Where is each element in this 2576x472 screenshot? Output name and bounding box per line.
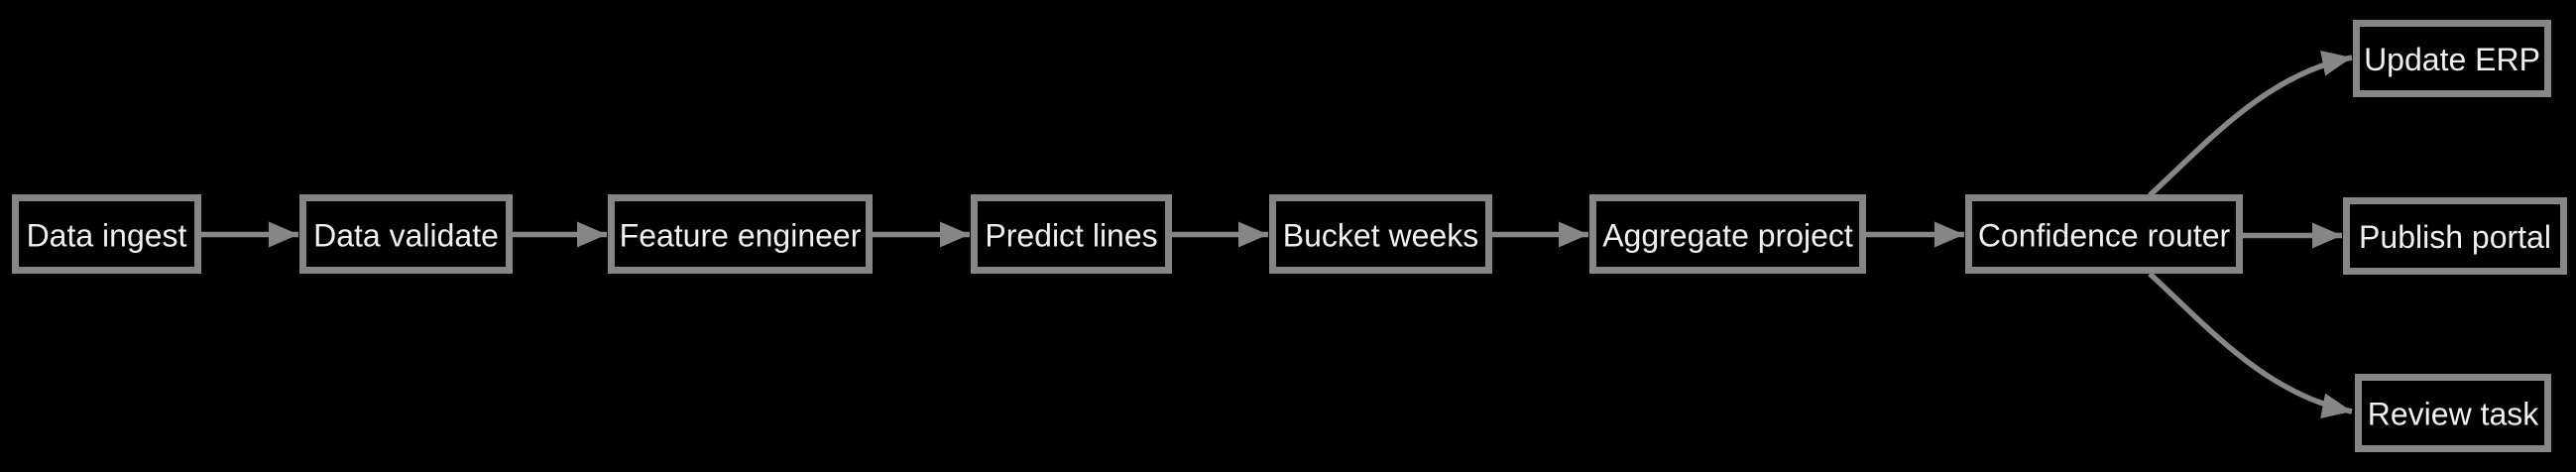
node-bucket-weeks: Bucket weeks <box>1269 194 1492 274</box>
node-review-task: Review task <box>2355 374 2551 452</box>
node-data-ingest: Data ingest <box>12 194 201 274</box>
node-label: Bucket weeks <box>1283 218 1478 254</box>
node-predict-lines: Predict lines <box>971 194 1172 274</box>
node-box <box>1965 194 2243 274</box>
node-confidence-router: Confidence router <box>1965 194 2243 274</box>
node-label: Publish portal <box>2359 219 2551 255</box>
edge-confidence-router-to-update-erp <box>2148 51 2353 198</box>
node-box <box>2355 374 2551 452</box>
node-box <box>2353 20 2551 97</box>
edge-layer <box>201 51 2353 418</box>
node-label: Feature engineer <box>620 218 862 254</box>
node-data-validate: Data validate <box>299 194 513 274</box>
node-aggregate-project: Aggregate project <box>1589 194 1866 274</box>
node-box <box>12 194 201 274</box>
node-label: Review task <box>2368 397 2540 432</box>
node-update-erp: Update ERP <box>2353 20 2551 97</box>
node-box <box>1269 194 1492 274</box>
node-label: Data validate <box>313 218 499 254</box>
node-feature-engineer: Feature engineer <box>608 194 873 274</box>
node-label: Update ERP <box>2364 42 2540 77</box>
node-label: Data ingest <box>27 218 187 254</box>
node-box <box>1589 194 1866 274</box>
node-box <box>2343 197 2567 275</box>
node-layer: Data ingest Data validate Feature engine… <box>12 20 2567 452</box>
node-label: Confidence router <box>1978 218 2231 254</box>
node-publish-portal: Publish portal <box>2343 197 2567 275</box>
node-label: Predict lines <box>985 218 1157 254</box>
node-box <box>971 194 1172 274</box>
node-box <box>608 194 873 274</box>
edge-confidence-router-to-review-task <box>2148 271 2353 418</box>
node-box <box>299 194 513 274</box>
node-label: Aggregate project <box>1602 218 1853 254</box>
